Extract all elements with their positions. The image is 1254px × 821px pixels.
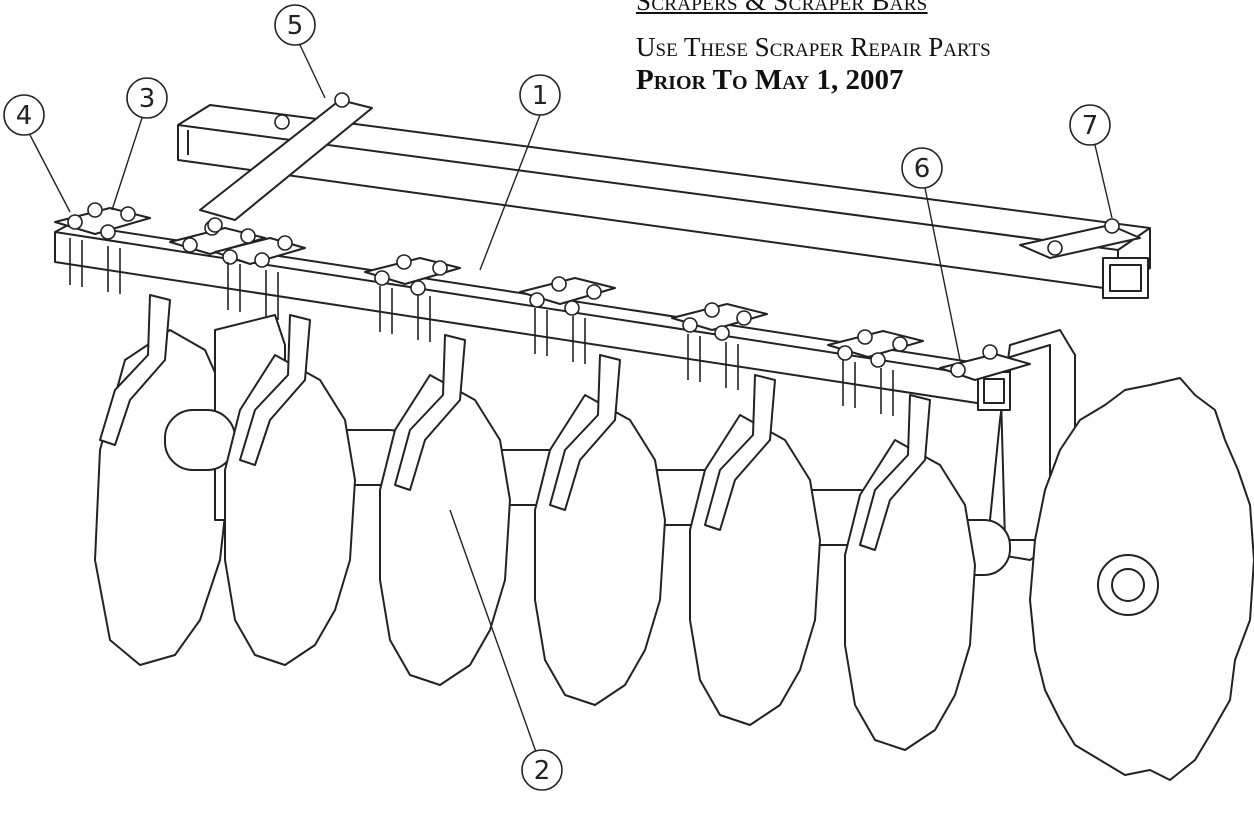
callout-2-label: 2 [534, 756, 551, 786]
callout-5-label: 5 [287, 11, 304, 41]
diagram-subtitle: Use These Scraper Repair Parts [636, 32, 991, 62]
callout-4-label: 4 [16, 101, 33, 131]
callout-3: 3 [111, 77, 168, 211]
callout-6: 6 [901, 147, 961, 361]
callout-6-label: 6 [914, 154, 931, 184]
diagram-date-note: Prior To May 1, 2007 [636, 64, 904, 96]
callout-5: 5 [274, 4, 326, 99]
callout-4: 4 [3, 94, 71, 213]
main-frame-tube [177, 104, 1151, 299]
disc-blades [224, 354, 1254, 781]
u-bolts [69, 238, 894, 416]
callout-7: 7 [1069, 104, 1113, 219]
callout-1-label: 1 [532, 81, 549, 111]
callout-2: 2 [449, 509, 563, 791]
callout-7-label: 7 [1082, 111, 1099, 141]
callout-1: 1 [479, 74, 561, 271]
callout-3-label: 3 [139, 84, 156, 114]
diagram-title: Scrapers & Scraper Bars [636, 0, 928, 16]
scrapers [99, 294, 931, 551]
disc-blade [94, 329, 231, 666]
bolt-nuts [67, 92, 1120, 378]
